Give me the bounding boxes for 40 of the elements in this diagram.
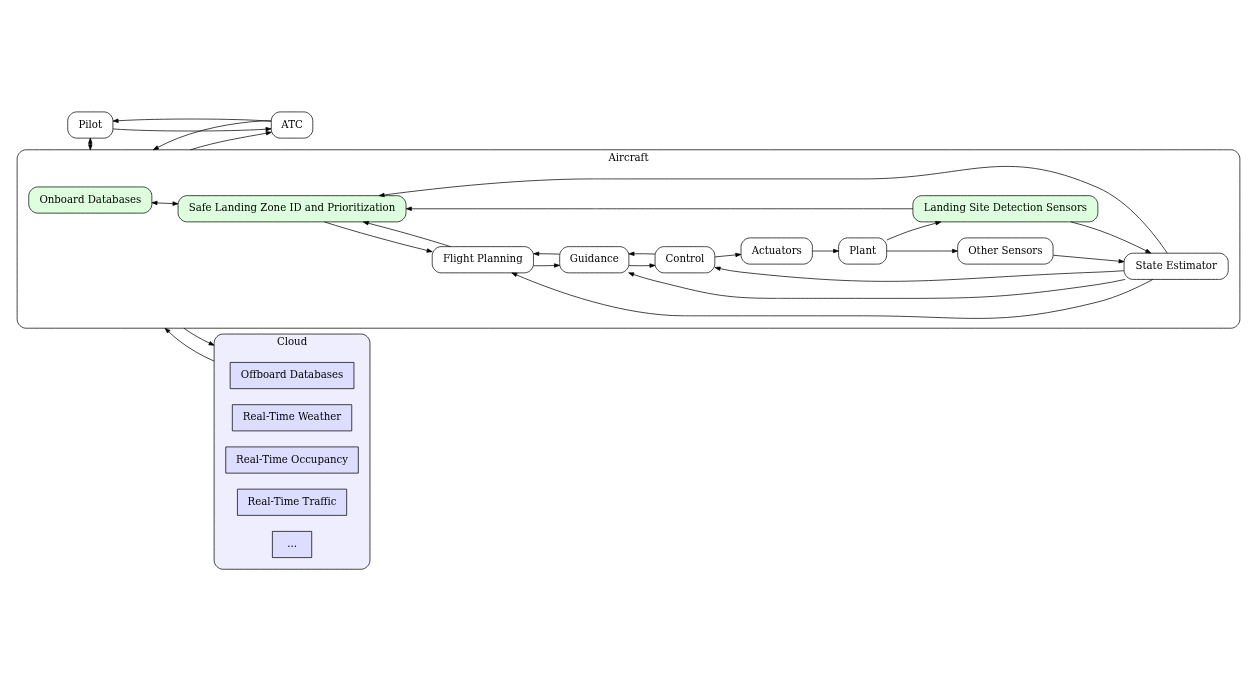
node-box: Actuators: [740, 237, 813, 264]
arrow: [151, 200, 179, 206]
arrow: [152, 119, 272, 150]
arrow: [164, 327, 215, 361]
node-box: Real-Time Occupancy: [225, 446, 359, 473]
arrow: [1052, 254, 1125, 263]
arrow: [628, 271, 1126, 299]
node-box: Onboard Databases: [28, 186, 153, 213]
node-box: Landing Site Detection Sensors: [912, 194, 1099, 222]
node-box: Real-Time Weather: [231, 403, 353, 431]
arrow: [362, 220, 451, 247]
arrow: [324, 221, 433, 253]
arrow: [812, 248, 839, 253]
arrow: [112, 118, 272, 123]
node-box: Guidance: [559, 245, 630, 273]
arrow: [628, 251, 656, 256]
node-box: Other Sensors: [957, 237, 1054, 264]
node-box: Pilot: [67, 111, 114, 138]
node-box: Control: [654, 245, 716, 273]
node-box: ...: [272, 530, 313, 558]
arrow: [378, 165, 1168, 253]
arrow: [628, 262, 656, 268]
arrow: [714, 252, 742, 257]
node-box: Plant: [838, 237, 888, 264]
arrow: [511, 272, 1154, 319]
arrow: [1070, 221, 1152, 253]
arrow: [533, 262, 560, 268]
arrow: [405, 206, 914, 211]
node-box: ATC: [270, 111, 314, 138]
arrow: [183, 327, 215, 346]
node-box: State Estimator: [1123, 252, 1229, 280]
arrow: [533, 251, 560, 256]
arrow: [190, 130, 272, 150]
arrow: [886, 220, 942, 240]
node-box: Flight Planning: [431, 245, 534, 273]
arrow: [714, 266, 1125, 282]
arrow: [112, 126, 272, 131]
node-box: Offboard Databases: [229, 361, 355, 389]
node-box: Real-Time Traffic: [237, 488, 348, 516]
arrow: [886, 248, 958, 253]
